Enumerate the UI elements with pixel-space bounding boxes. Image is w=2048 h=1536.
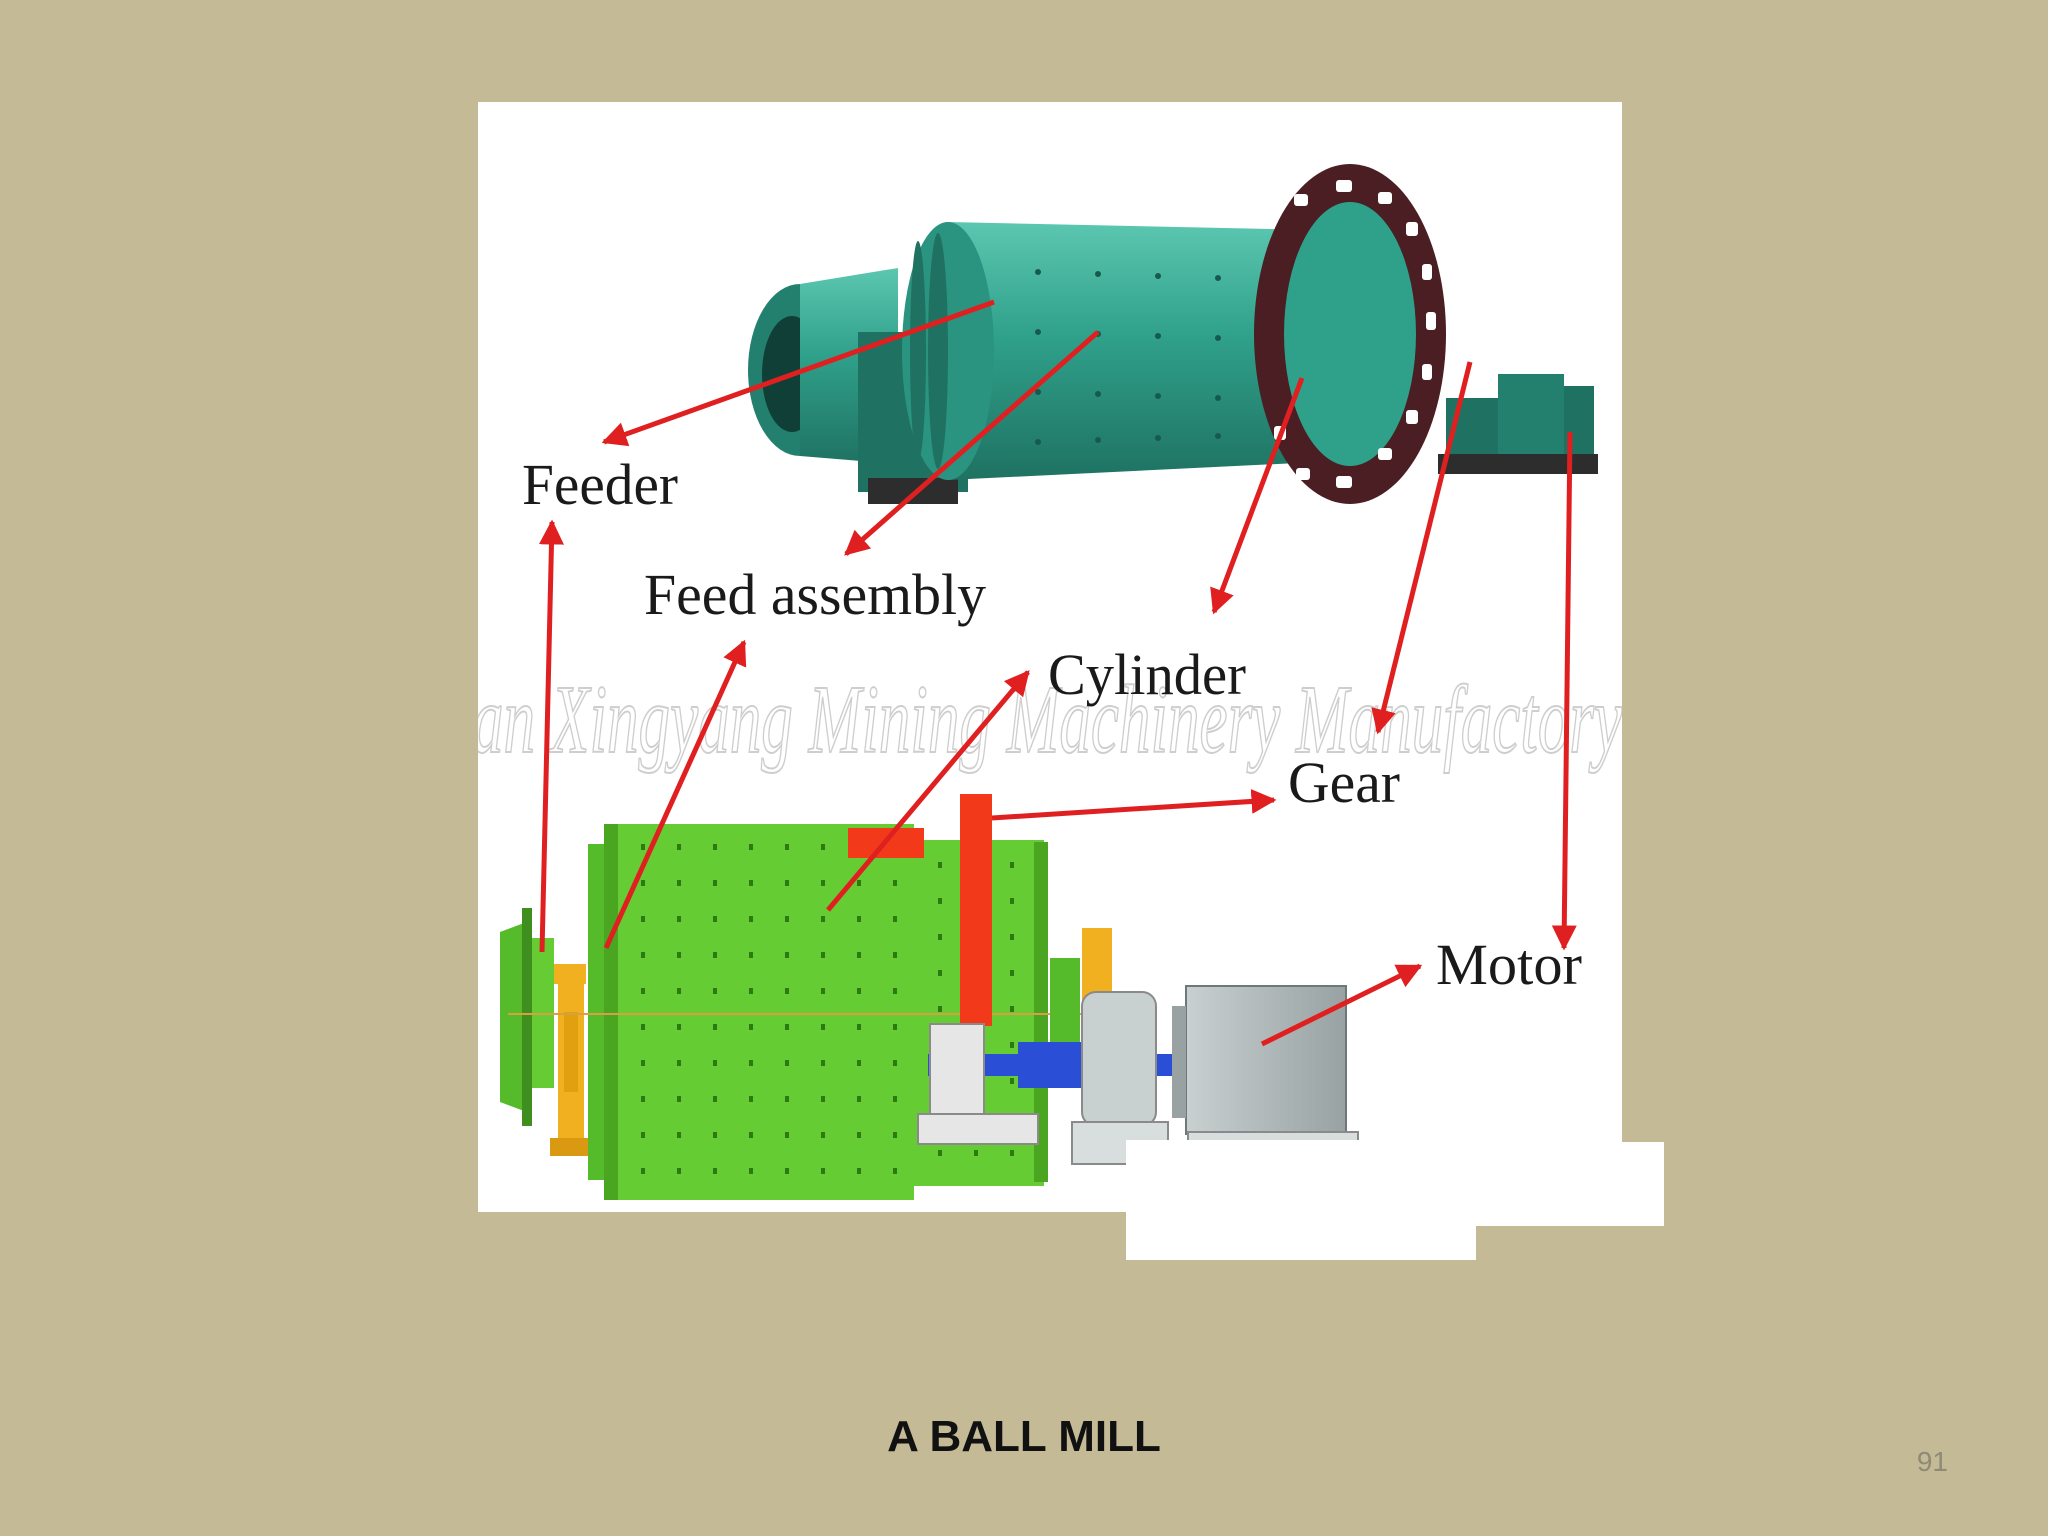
- label-feeder: Feeder: [522, 452, 678, 517]
- pointer-arrows: [538, 299, 1577, 1047]
- white-patch: [1300, 1142, 1664, 1226]
- mill-photo: [748, 164, 1598, 504]
- label-feed-assembly: Feed assembly: [644, 562, 986, 627]
- slide-caption: A BALL MILL: [887, 1412, 1161, 1461]
- label-motor: Motor: [1436, 932, 1582, 997]
- label-cylinder: Cylinder: [1048, 642, 1246, 707]
- page-number: 91: [1916, 1446, 1948, 1477]
- ball-mill-diagram: an Xingyang Mining Machinery Manufactory…: [478, 164, 1622, 1200]
- mill-schematic: [500, 794, 1359, 1200]
- label-gear: Gear: [1288, 750, 1400, 815]
- watermark-text: an Xingyang Mining Machinery Manufactory: [478, 666, 1622, 774]
